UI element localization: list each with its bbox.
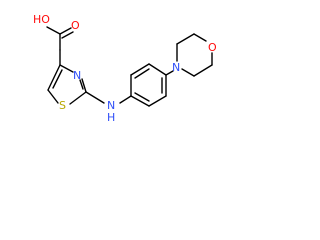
- bond-ph-5: [148, 95, 167, 107]
- atom-nh: N: [107, 99, 115, 112]
- chemical-structure-diagram: HO O N S N H N O: [33, 13, 217, 124]
- bond-morph-6: [181, 68, 195, 77]
- bond-ph-2: [130, 63, 150, 76]
- bond-c5-c4: [47, 64, 61, 91]
- atom-n-morpholine: N: [172, 61, 180, 74]
- atom-o-carbonyl: O: [71, 19, 80, 32]
- atom-s-thiazole: S: [59, 99, 66, 112]
- atom-labels: HO O N S N H N O: [33, 13, 217, 124]
- bond-nh-phenyl: [119, 95, 132, 104]
- bond-c5-c4-inner: [52, 69, 63, 89]
- bond-c4-n3: [59, 64, 74, 73]
- bond-ph-inner-1: [134, 68, 150, 79]
- atom-o-morpholine: O: [208, 41, 217, 54]
- bond-morph-3: [193, 33, 207, 42]
- bond-n3-c2: [81, 78, 87, 93]
- bond-morph-5: [193, 64, 213, 77]
- bonds: [46, 26, 213, 107]
- atom-n-thiazole: N: [73, 69, 81, 82]
- bond-c2-n3-inner: [79, 79, 84, 90]
- bond-s1-c5: [47, 89, 59, 104]
- bond-c-o-double-a: [59, 27, 72, 35]
- atom-ho: HO: [33, 13, 50, 26]
- bond-ph-n: [165, 70, 174, 76]
- bond-c2-nh: [85, 91, 105, 104]
- bond-c-o-double-b: [61, 31, 74, 39]
- bond-c2-s1: [69, 91, 87, 105]
- bond-ph-3: [148, 63, 167, 76]
- bond-ph-inner-3: [134, 92, 150, 102]
- bond-ph-6: [130, 95, 150, 107]
- bond-morph-2: [176, 33, 195, 45]
- atom-h: H: [107, 111, 115, 124]
- bond-oh-c: [46, 26, 61, 35]
